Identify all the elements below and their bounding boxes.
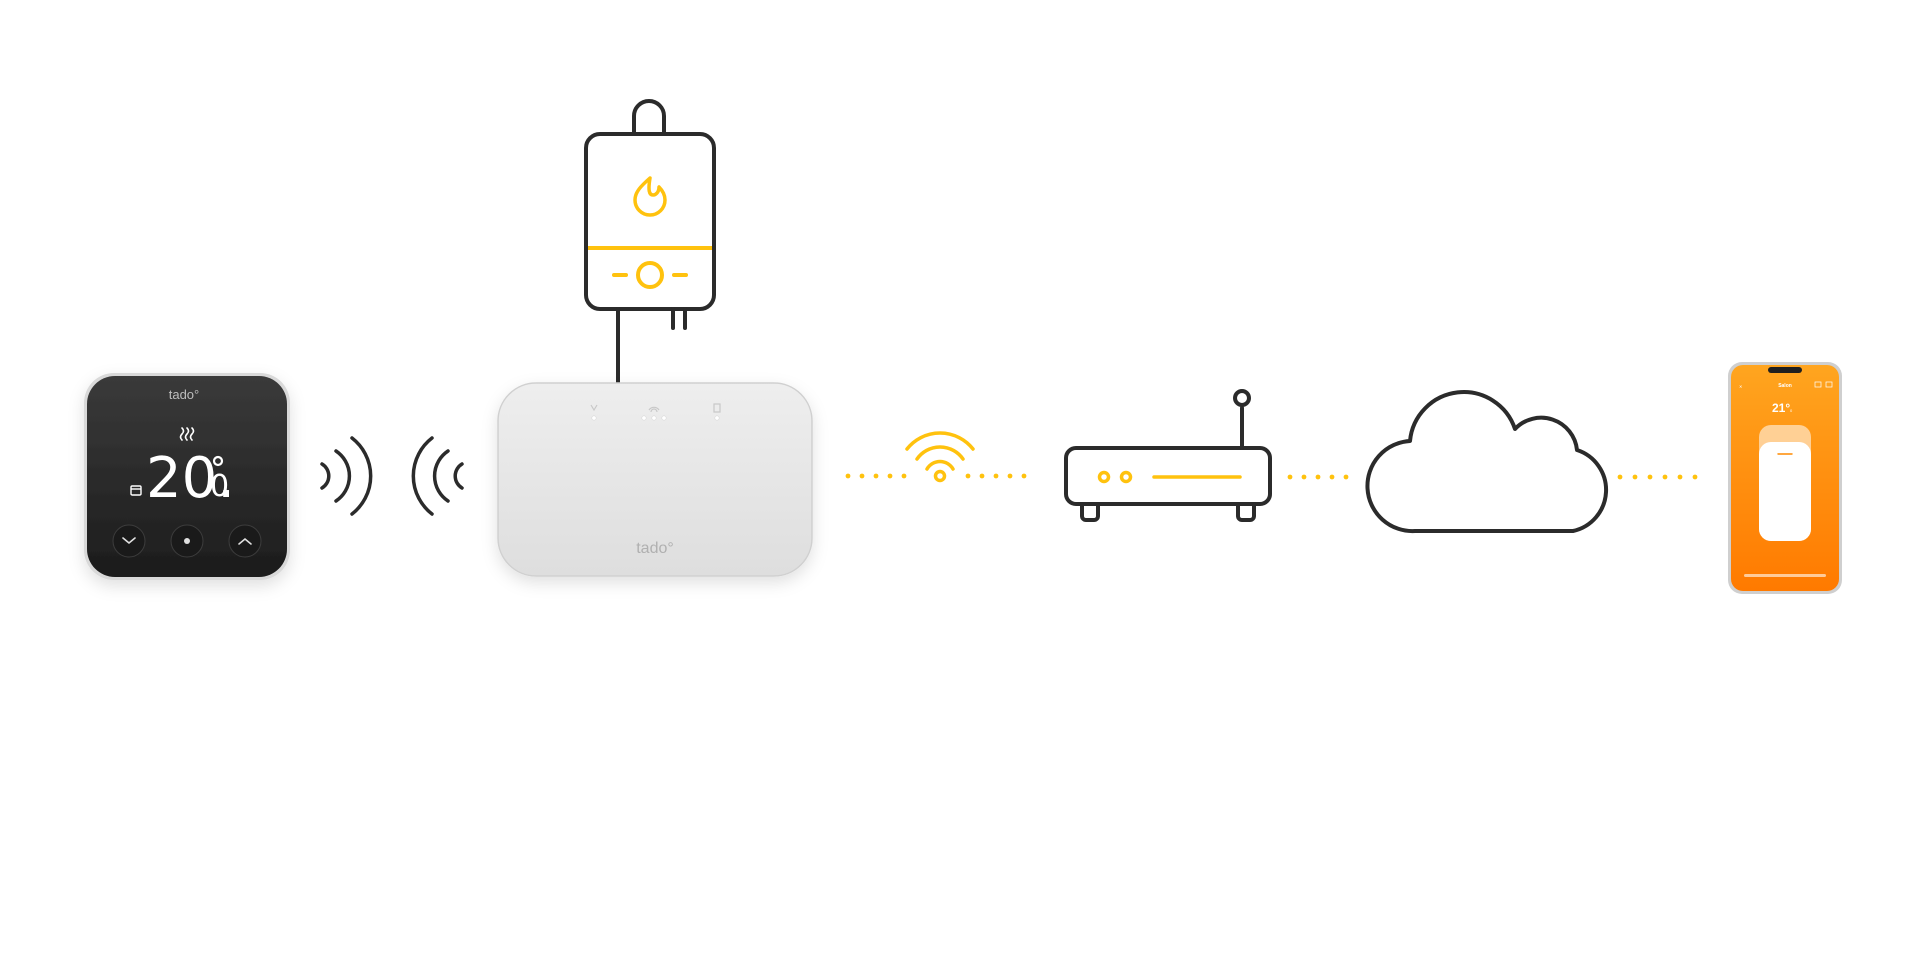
signal-waves-icon [320,436,464,516]
heating-wave-icon [179,427,195,441]
phone-calendar-icon[interactable] [1814,381,1822,388]
router-lights [1097,470,1242,484]
dot-icon [184,538,190,544]
tado-bridge [497,382,813,577]
dotted-connection-line [845,473,1027,479]
phone-footer-bar [1744,574,1826,577]
phone-app-title: Salon [1778,383,1792,389]
bridge-indicator-lights [590,403,721,421]
flame-icon [633,176,667,217]
dotted-connection-line-cloud [1287,474,1349,480]
boiler-controls [612,261,688,289]
cloud-icon [1365,390,1609,534]
degree-mark [212,455,224,467]
phone-settings-icon[interactable] [1825,381,1833,388]
bridge-wifi-indicator-icon [648,406,660,413]
heat-indicator-icon [590,404,598,412]
thermostat-brand: tado° [169,387,200,402]
chevron-up-icon [238,537,252,545]
chevron-down-icon [122,537,136,545]
bridge-brand: tado° [636,540,674,557]
phone-temperature: 21° [1772,401,1790,415]
phone-close-icon[interactable]: ✕ [1739,384,1742,389]
dotted-connection-line-phone [1617,474,1698,480]
router-icon [1064,389,1272,522]
thermostat-up-button[interactable] [228,524,262,558]
phone-temperature-slider[interactable] [1759,425,1811,541]
thermostat-down-button[interactable] [112,524,146,558]
hot-water-indicator-icon [713,403,721,413]
thermostat-temperature-decimal: 0 [210,469,229,504]
thermostat-menu-button[interactable] [170,524,204,558]
boiler-icon [584,99,716,385]
schedule-icon [130,485,142,496]
wifi-icon [905,431,975,483]
phone-temperature-decimal: 0 [1790,408,1793,413]
